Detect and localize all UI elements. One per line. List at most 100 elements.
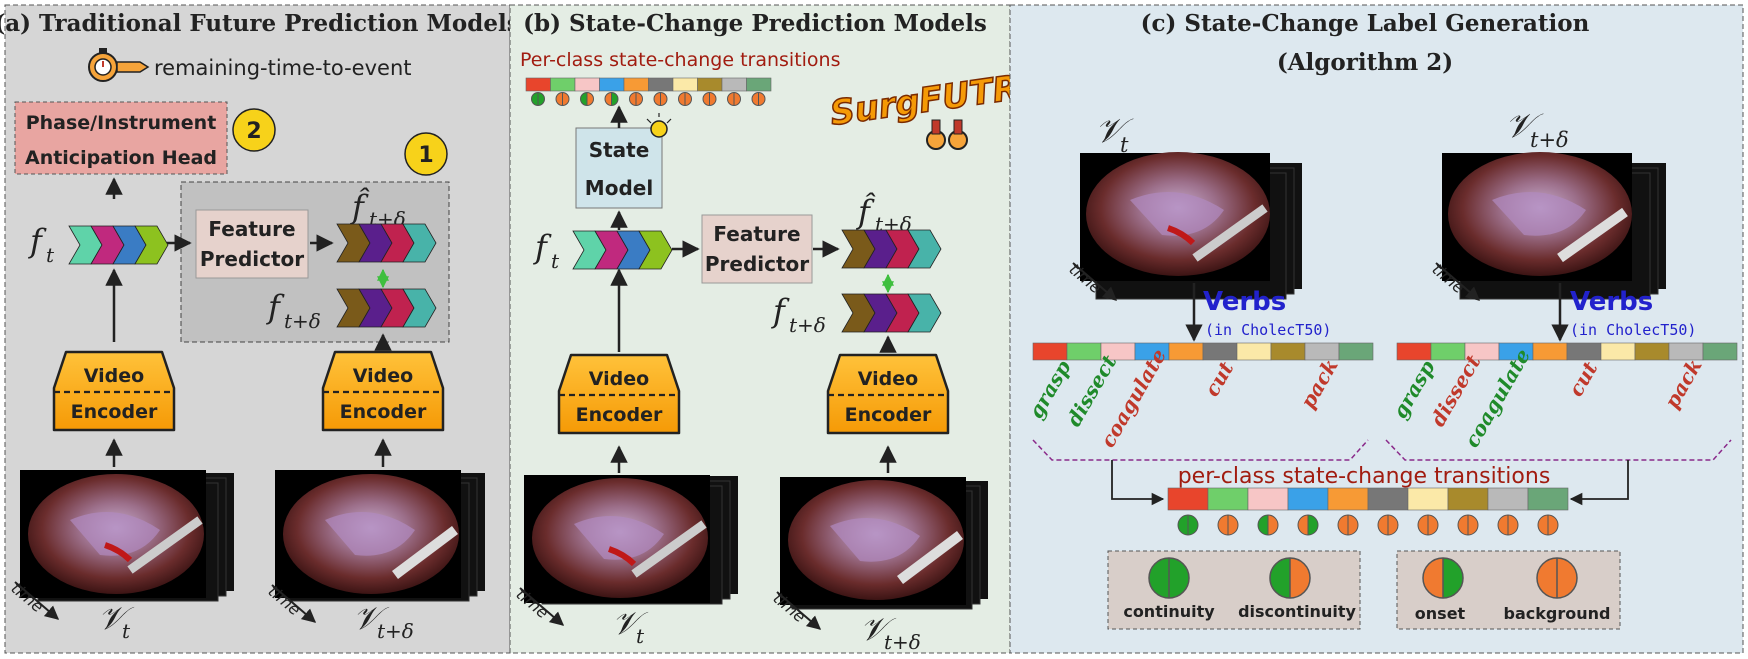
encoder-top-label: Video: [858, 368, 918, 390]
strip-c3-cell: [1327, 487, 1369, 511]
strip-b-cell: [550, 77, 576, 92]
svg-text:t: t: [122, 619, 131, 643]
discontinuity-dot: [580, 92, 594, 106]
panel-b-title: (b) State-Change Prediction Models: [523, 10, 987, 37]
feature-predictor-b-line2: Predictor: [705, 252, 809, 276]
encoder-bottom-label: Encoder: [71, 401, 158, 423]
legend-continuity-icon: [1148, 557, 1190, 599]
vtd-label-c: 𝒱 t+δ: [1505, 106, 1569, 152]
strip-c3-cell: [1527, 487, 1569, 511]
background-dot: [1537, 514, 1559, 536]
ft-feature-block: [68, 225, 169, 265]
encoder-top-label: Video: [84, 365, 144, 387]
panel-a: (a) Traditional Future Prediction Models…: [0, 4, 520, 654]
strip-c2-cell: [1634, 342, 1670, 361]
legend-onset-label: onset: [1415, 604, 1466, 623]
strip-b-cell: [648, 77, 674, 92]
panel-b-transitions-label: Per-class state-change transitions: [520, 49, 841, 71]
verbs-label-2: Verbs: [1570, 287, 1653, 317]
feature-layer: [68, 223, 942, 333]
svg-text:t+δ: t+δ: [789, 313, 826, 337]
panel-b: (b) State-Change Prediction Models Per-c…: [509, 4, 1022, 654]
strip-c3-cell: [1447, 487, 1489, 511]
feature-predictor-line1: Feature: [208, 217, 295, 241]
panel-a-title: (a) Traditional Future Prediction Models: [0, 10, 520, 37]
background-dot: [629, 92, 643, 106]
state-model-line2: Model: [585, 176, 653, 200]
continuity-dot: [531, 92, 545, 106]
verbs-note-2: (in CholecT50): [1570, 321, 1696, 339]
anticipation-head-line2: Anticipation Head: [25, 147, 217, 169]
state-change-dots-c: [1177, 514, 1559, 536]
anticipation-head-line1: Phase/Instrument: [26, 112, 217, 134]
feature-predictor-box-b: [701, 214, 813, 284]
strip-c3-cell: [1287, 487, 1329, 511]
video-stack-vt-c: [1080, 152, 1302, 300]
video-stack-vt-b: [524, 475, 738, 605]
panel-c-title-line2: (Algorithm 2): [1277, 49, 1453, 76]
fdelta-feature-block-b: [841, 293, 942, 333]
strip-c2-cell: [1532, 342, 1568, 361]
strip-c1-cell: [1168, 342, 1204, 361]
video-stack-vtd-b: [780, 477, 988, 610]
lightbulb-icon: [646, 113, 672, 138]
strip-c1-cell: [1270, 342, 1306, 361]
background-dot: [1217, 514, 1239, 536]
fhat-feature-block: [336, 223, 437, 263]
class-strip-c1: [1032, 342, 1374, 361]
svg-text:t+δ: t+δ: [884, 630, 921, 654]
legend-discontinuity-icon: [1269, 557, 1311, 599]
svg-text:t: t: [1120, 133, 1129, 157]
strip-b-cell: [721, 77, 747, 92]
strip-c2-cell: [1396, 342, 1432, 361]
svg-text:1: 1: [418, 143, 433, 168]
brace-1: [1032, 439, 1369, 461]
background-dot: [1497, 514, 1519, 536]
state-model-box: [575, 127, 663, 209]
background-dot: [555, 92, 570, 106]
feature-predictor-box: [195, 209, 309, 279]
strip-c2-cell: [1566, 342, 1602, 361]
strip-c3-cell: [1487, 487, 1529, 511]
fdelta-feature-block: [336, 288, 437, 328]
state-model-line1: State: [589, 138, 650, 162]
strip-c2-cell: [1600, 342, 1636, 361]
strip-b-cell: [697, 77, 723, 92]
encoder-top-label: Video: [589, 368, 649, 390]
svg-text:t: t: [551, 249, 560, 273]
binoculars-icon: [926, 119, 968, 150]
svg-text:2: 2: [246, 119, 261, 144]
strip-c1-cell: [1236, 342, 1272, 361]
legend-background-icon: [1536, 557, 1578, 599]
feature-predictor-line2: Predictor: [200, 247, 304, 271]
encoder-top-label: Video: [353, 365, 413, 387]
continuity-dot: [1177, 514, 1199, 536]
background-dot: [1337, 514, 1359, 536]
strip-b-cell: [599, 77, 625, 92]
encoder-bottom-label: Encoder: [576, 404, 663, 426]
encoder-bottom-label: Encoder: [340, 401, 427, 423]
fhat-feature-block-b: [841, 229, 942, 269]
discontinuity-dot: [1257, 514, 1279, 536]
state-change-strip-b: [525, 77, 772, 92]
video-stack-vt: [20, 470, 234, 602]
anticipation-head-box: [14, 101, 228, 175]
strip-c3-cell: [1167, 487, 1209, 511]
strip-c1-cell: [1338, 342, 1374, 361]
verbs-label-1: Verbs: [1203, 287, 1286, 317]
panel-c-transitions-label: per-class state-change transitions: [1178, 464, 1551, 489]
background-dot: [751, 92, 766, 106]
ft-feature-block-b: [572, 230, 673, 270]
legend-discontinuity-label: discontinuity: [1238, 602, 1356, 621]
background-dot: [1377, 514, 1399, 536]
legend-continuity-label: continuity: [1123, 602, 1215, 621]
verbs-note-1: (in CholecT50): [1205, 321, 1331, 339]
background-dot: [678, 92, 692, 106]
stopwatch-icon: [88, 48, 150, 82]
strip-c2-cell: [1702, 342, 1738, 361]
onset-dot: [1297, 514, 1319, 536]
encoder-layer: VideoEncoderVideoEncoderVideoEncoderVide…: [52, 350, 950, 435]
